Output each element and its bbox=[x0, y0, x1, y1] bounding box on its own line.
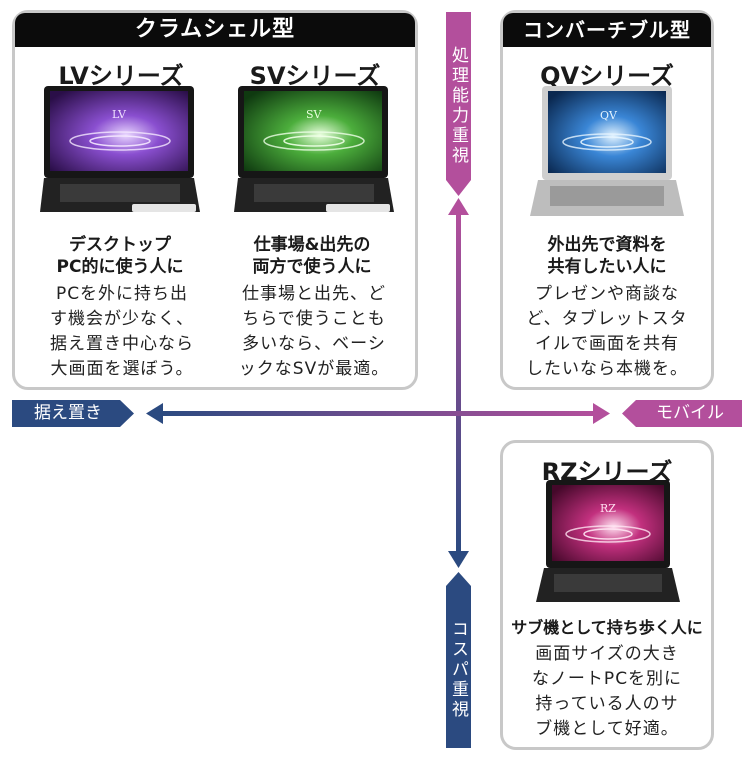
qv-headline: 外出先で資料を共有したい人に bbox=[547, 235, 667, 277]
left-axis-tag-bg bbox=[12, 400, 134, 427]
bottom-axis-tag-bg bbox=[446, 572, 471, 748]
lv-series-name: LVシリーズ bbox=[58, 62, 184, 90]
sv-laptop-image: SV bbox=[234, 86, 394, 212]
right-arrowhead bbox=[593, 403, 610, 424]
axis-label-cost: コスパ重視 bbox=[448, 620, 468, 720]
right-axis-tag-bg bbox=[622, 400, 742, 427]
svg-text:LV: LV bbox=[112, 108, 127, 121]
svg-text:QV: QV bbox=[600, 109, 618, 122]
axis-label-performance: 処理能力重視 bbox=[448, 46, 468, 166]
sv-headline: 仕事場&出先の両方で使う人に bbox=[252, 235, 372, 277]
sv-series-name: SVシリーズ bbox=[249, 62, 381, 90]
sv-description: 仕事場と出先、どちらで使うことも多いなら、ベーシックなSVが最適。 bbox=[238, 284, 390, 379]
rz-headline: サブ機として持ち歩く人に bbox=[511, 618, 703, 637]
rz-laptop-image: RZ bbox=[536, 480, 680, 602]
vertical-axis-line bbox=[456, 212, 461, 554]
horizontal-axis-line bbox=[160, 411, 596, 416]
qv-series-name: QVシリーズ bbox=[540, 62, 674, 90]
clamshell-title: クラムシェル型 bbox=[15, 13, 415, 47]
svg-text:RZ: RZ bbox=[600, 502, 616, 515]
axis-label-mobile: モバイル bbox=[656, 403, 724, 423]
axis-label-stationary: 据え置き bbox=[34, 403, 102, 423]
qv-description: プレゼンや商談など、タブレットスタイルで画面を共有したいなら本機を。 bbox=[526, 284, 688, 379]
up-arrowhead bbox=[448, 198, 469, 215]
lv-description: PCを外に持ち出す機会が少なく、据え置き中心なら大画面を選ぼう。 bbox=[50, 284, 194, 379]
down-arrowhead bbox=[448, 551, 469, 568]
qv-laptop-image: QV bbox=[530, 86, 684, 216]
rz-description: 画面サイズの大きなノートPCを別に持っている人のサブ機として好適。 bbox=[531, 644, 683, 739]
left-arrowhead bbox=[146, 403, 163, 424]
lv-laptop-image: LV bbox=[40, 86, 200, 212]
convertible-title: コンバーチブル型 bbox=[503, 13, 711, 47]
svg-text:SV: SV bbox=[306, 108, 323, 121]
top-axis-tag-bg bbox=[446, 12, 471, 196]
